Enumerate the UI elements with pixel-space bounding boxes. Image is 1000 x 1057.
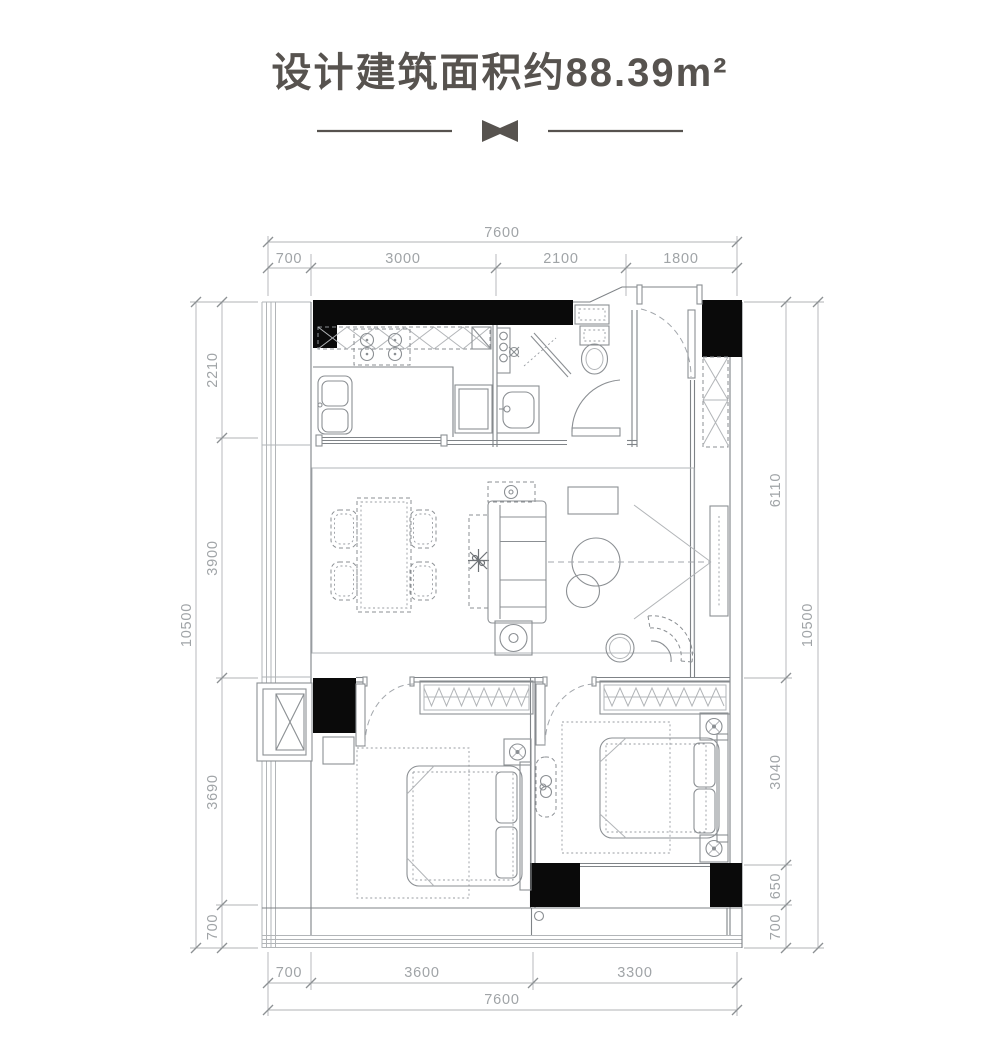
- armchair: [647, 615, 693, 663]
- column: [313, 678, 356, 733]
- dimensions-top: 7600 700 3000 2100 1800: [262, 225, 743, 296]
- entry-door-swing: [640, 308, 692, 378]
- vanity: [496, 385, 540, 434]
- lamp-icon: [508, 743, 527, 761]
- dim-label: 2100: [543, 251, 578, 267]
- lamp-icon: [705, 717, 723, 736]
- dining-chair: [330, 561, 358, 601]
- entry-door-leaf: [687, 309, 696, 379]
- dining-chair: [330, 509, 358, 549]
- stool: [605, 633, 635, 663]
- dining-chair: [409, 561, 437, 601]
- column: [710, 863, 742, 907]
- dim-label: 1800: [663, 251, 698, 267]
- dim-label: 6110: [768, 473, 784, 507]
- elevator-shaft: [256, 682, 313, 762]
- nightstand: [503, 738, 532, 766]
- dimensions-bottom: 700 3600 3300 7600: [262, 952, 743, 1016]
- bedroom1-door-swing: [364, 683, 415, 746]
- dim-label: 10500: [800, 603, 816, 647]
- bed-2: [599, 733, 729, 843]
- dim-label: 2210: [205, 352, 221, 387]
- bedroom2-door-leaf: [535, 683, 546, 746]
- console-plant: [468, 514, 489, 609]
- dimensions-right: 6110 3040 650 700 10500: [744, 296, 824, 954]
- wall-shelf: [567, 486, 619, 515]
- bathroom-door: [571, 379, 621, 437]
- bedroom-2: [535, 676, 731, 863]
- bathroom: [496, 304, 621, 437]
- rug: [561, 721, 671, 854]
- dim-label: 3690: [205, 774, 221, 809]
- dim-label: 3600: [404, 965, 439, 981]
- kitchen: [313, 326, 493, 447]
- column: [530, 863, 580, 907]
- bed-1: [406, 761, 532, 891]
- room-boundary: [311, 467, 695, 654]
- shoe-cabinet: [702, 356, 729, 448]
- dim-label: 7600: [484, 992, 519, 1008]
- dimensions-left: 10500 2210 3900 3690 700: [179, 296, 258, 954]
- title-divider: [317, 120, 683, 142]
- structure-walls: [261, 286, 743, 948]
- wardrobe-2: [599, 680, 731, 715]
- dim-label: 650: [768, 873, 784, 900]
- wardrobe-1: [419, 680, 534, 715]
- lamp-icon: [705, 839, 723, 858]
- kitchen-sink: [317, 375, 353, 435]
- fridge: [454, 384, 493, 434]
- toilet: [574, 304, 610, 375]
- bedroom-1: [322, 676, 534, 899]
- dim-label: 7600: [484, 225, 519, 241]
- dim-label: 3900: [205, 540, 221, 575]
- living-dining-room: [311, 467, 729, 663]
- upper-cabinets: [317, 326, 491, 350]
- tv-unit: [548, 504, 729, 620]
- entry: [636, 284, 729, 448]
- dim-label: 700: [768, 914, 784, 941]
- sofa: [487, 500, 547, 624]
- dim-label: 3040: [768, 754, 784, 789]
- dim-label: 700: [276, 251, 303, 267]
- dining-table: [356, 497, 412, 613]
- dim-label: 3000: [385, 251, 420, 267]
- stove: [353, 328, 411, 366]
- dim-label: 3300: [617, 965, 652, 981]
- nightstand: [699, 712, 729, 741]
- wall-fill: [337, 300, 573, 325]
- shower: [508, 332, 572, 378]
- dim-label: 700: [205, 914, 221, 941]
- column: [313, 300, 337, 348]
- bedroom2-door-swing: [544, 683, 596, 746]
- bedroom1-door-leaf: [355, 683, 366, 747]
- pass-through-window: [315, 434, 448, 447]
- bedside-chair: [535, 756, 557, 818]
- dim-label: 10500: [179, 603, 195, 647]
- side-table: [322, 736, 355, 765]
- nightstand: [699, 834, 729, 863]
- coffee-table-small: [565, 573, 601, 609]
- dining-chair: [409, 509, 437, 549]
- speaker-unit: [494, 620, 533, 656]
- rug: [356, 747, 470, 899]
- page-title: 设计建筑面积约88.39m²: [271, 51, 729, 95]
- bowtie-icon: [482, 120, 518, 142]
- dim-label: 700: [276, 965, 303, 981]
- side-table-top: [487, 481, 536, 503]
- column: [702, 300, 742, 357]
